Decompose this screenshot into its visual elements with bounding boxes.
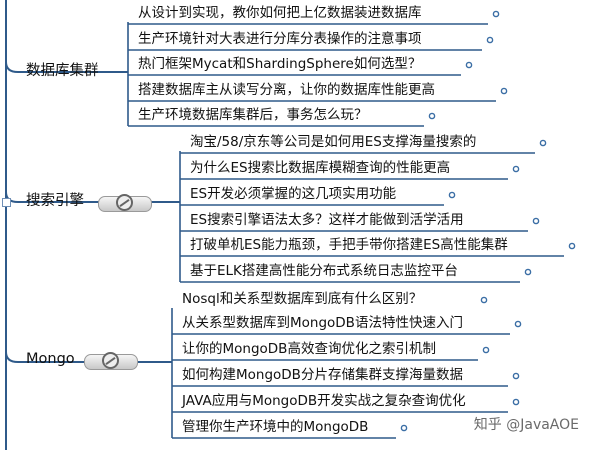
topic-bullet-1-3 [532,217,540,225]
topic-bullet-0-2 [465,61,473,69]
topic-item-1-3[interactable]: ES搜索引擎语法太多？这样才能做到活学活用 [190,212,464,228]
topic-item-2-2[interactable]: 让你的MongoDB高效查询优化之索引机制 [182,341,436,357]
topic-bullet-2-5 [400,424,408,432]
topic-bullet-1-5 [524,268,532,276]
branch-connector-2 [5,351,19,363]
no-entry-symbol-icon [116,194,133,211]
topic-bullet-2-3 [512,372,520,380]
topic-bullet-1-4 [568,242,576,250]
topic-item-0-2[interactable]: 热门框架Mycat和ShardingSphere如何选型？ [138,56,422,72]
branch-connector-0 [5,61,19,73]
no-entry-symbol-icon [102,352,119,369]
collapse-toggle-icon[interactable] [2,198,11,207]
watermark: 知乎 @JavaAOE [473,417,579,433]
topic-item-1-0[interactable]: 淘宝/58/京东等公司是如何用ES支撑海量搜索的 [190,134,477,150]
topic-bullet-0-0 [492,10,500,18]
topic-item-0-0[interactable]: 从设计到实现，教你如何把上亿数据装进数据库 [138,5,422,21]
topic-item-2-3[interactable]: 如何构建MongoDB分片存储集群支撑海量数据 [182,367,463,383]
topic-bullet-0-3 [500,87,508,95]
topic-item-2-5[interactable]: 管理你生产环境中的MongoDB [182,419,369,435]
topic-bullet-1-0 [539,139,547,147]
no-entry-icon [98,194,152,212]
topic-item-0-4[interactable]: 生产环境数据库集群后，事务怎么玩？ [138,107,368,123]
topic-item-0-1[interactable]: 生产环境针对大表进行分库分表操作的注意事项 [138,31,422,47]
topic-item-1-1[interactable]: 为什么ES搜索比数据库模糊查询的性能更高 [190,160,451,176]
branch-label-0[interactable]: 数据库集群 [26,63,99,79]
branch-label-1[interactable]: 搜索引擎 [26,193,84,209]
topic-bullet-2-0 [480,296,488,304]
topic-bullet-1-1 [512,165,520,173]
branch-label-2[interactable]: Mongo [26,351,75,367]
topic-item-2-0[interactable]: Nosql和关系型数据库到底有什么区别？ [182,291,423,307]
topic-bullet-1-2 [448,191,456,199]
topic-bullet-2-2 [482,346,490,354]
topic-bullet-0-4 [428,112,436,120]
topic-item-1-2[interactable]: ES开发必须掌握的这几项实用功能 [190,186,397,202]
topic-item-0-3[interactable]: 搭建数据库主从读写分离，让你的数据库性能更高 [138,82,435,98]
topic-bullet-2-1 [514,320,522,328]
topic-item-2-4[interactable]: JAVA应用与MongoDB开发实战之复杂查询优化 [182,393,466,409]
topic-bullet-2-4 [512,398,520,406]
topic-item-1-4[interactable]: 打破单机ES能力瓶颈，手把手带你搭建ES高性能集群 [190,237,508,253]
topic-item-1-5[interactable]: 基于ELK搭建高性能分布式系统日志监控平台 [190,263,458,279]
topic-bullet-0-1 [486,36,494,44]
topic-item-2-1[interactable]: 从关系型数据库到MongoDB语法特性快速入门 [182,315,463,331]
no-entry-icon [84,352,138,370]
